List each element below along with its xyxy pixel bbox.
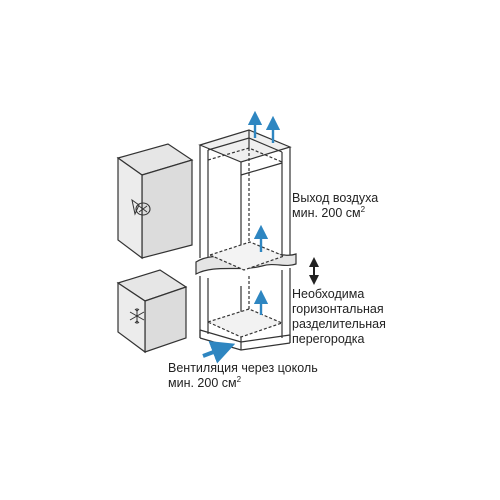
air-outlet-line1: Выход воздуха bbox=[292, 191, 379, 205]
divider-label: Необходима горизонтальная разделительная… bbox=[292, 287, 386, 347]
upper-appliance bbox=[116, 143, 194, 260]
airflow-arrows bbox=[202, 110, 281, 364]
ventilation-label: Вентиляция через цоколь мин. 200 см2 bbox=[168, 361, 318, 391]
cabinet-niche bbox=[195, 129, 297, 351]
divider-line2: горизонтальная bbox=[292, 302, 384, 316]
divider-line3: разделительная bbox=[292, 317, 386, 331]
ventilation-line1: Вентиляция через цоколь bbox=[168, 361, 318, 375]
lower-appliance bbox=[116, 269, 188, 354]
ventilation-value: мин. 200 см bbox=[168, 376, 237, 390]
freezer-snowflake-icon bbox=[129, 308, 145, 324]
divider-line4: перегородка bbox=[292, 332, 365, 346]
air-outlet-label: Выход воздуха мин. 200 см2 bbox=[292, 191, 378, 221]
air-outlet-value: мин. 200 см bbox=[292, 206, 361, 220]
divider-line1: Необходима bbox=[292, 287, 365, 301]
ventilation-unit-sup: 2 bbox=[236, 374, 242, 384]
air-in-arrow bbox=[202, 341, 236, 364]
air-outlet-line2: мин. 200 см2 bbox=[292, 204, 378, 221]
air-outlet-unit-sup: 2 bbox=[360, 204, 366, 214]
ventilation-line2: мин. 200 см2 bbox=[168, 374, 318, 391]
fridge-symbol-icon bbox=[131, 198, 151, 216]
